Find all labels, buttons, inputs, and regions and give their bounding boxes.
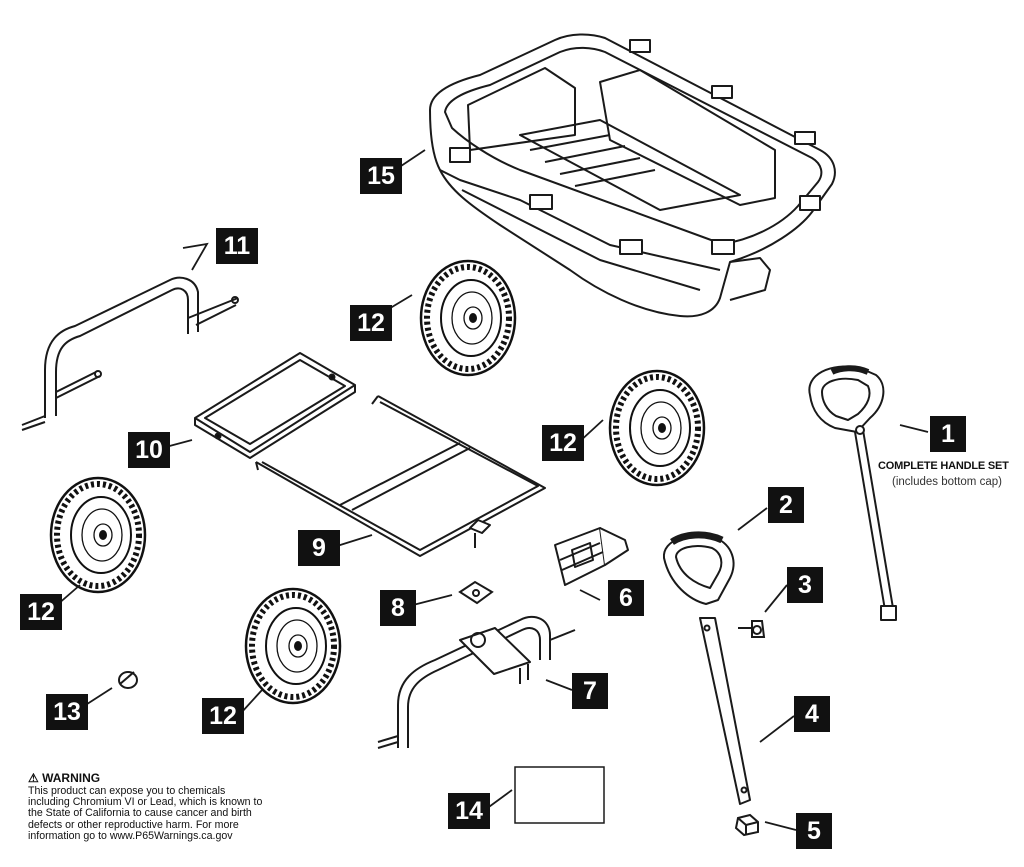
hair-pin-clip [118,671,138,689]
callout-12-right: 12 [542,425,584,461]
callout-13: 13 [46,694,88,730]
handle-set-subtitle: (includes bottom cap) [892,476,1002,488]
tire-12c [51,478,145,592]
callout-7: 7 [572,673,608,709]
handle-bar [699,617,751,805]
bolt [738,620,766,638]
callout-4: 4 [794,696,830,732]
tire-12d [246,589,340,703]
bottom-cap [734,813,759,837]
callout-6: 6 [608,580,644,616]
handle-set-title: COMPLETE HANDLE SET [878,460,1009,472]
callout-5: 5 [796,813,832,849]
handle-grip [662,531,735,605]
front-axle-frame [21,276,239,431]
callout-1: 1 [930,416,966,452]
callout-2: 2 [768,487,804,523]
complete-handle-set [808,365,897,621]
tire-12a [421,261,515,375]
callout-12-bottom: 12 [202,698,244,734]
warning-title: ⚠ WARNING [28,771,101,785]
callout-15: 15 [360,158,402,194]
callout-3: 3 [787,567,823,603]
callout-8: 8 [380,590,416,626]
callout-9: 9 [298,530,340,566]
rear-axle-frame [377,615,576,749]
tray [194,352,356,459]
hitch-bracket [554,527,629,586]
lower-frame [255,395,546,557]
callout-14: 14 [448,793,490,829]
warning-body: This product can expose you to chemicals… [28,785,263,842]
callout-12-top: 12 [350,305,392,341]
wagon-tub [429,33,836,318]
pivot-plate [458,580,494,605]
tire-12b [610,371,704,485]
callout-12-left: 12 [20,594,62,630]
warning-label-part [514,766,605,824]
callout-11: 11 [216,228,258,264]
callout-10: 10 [128,432,170,468]
